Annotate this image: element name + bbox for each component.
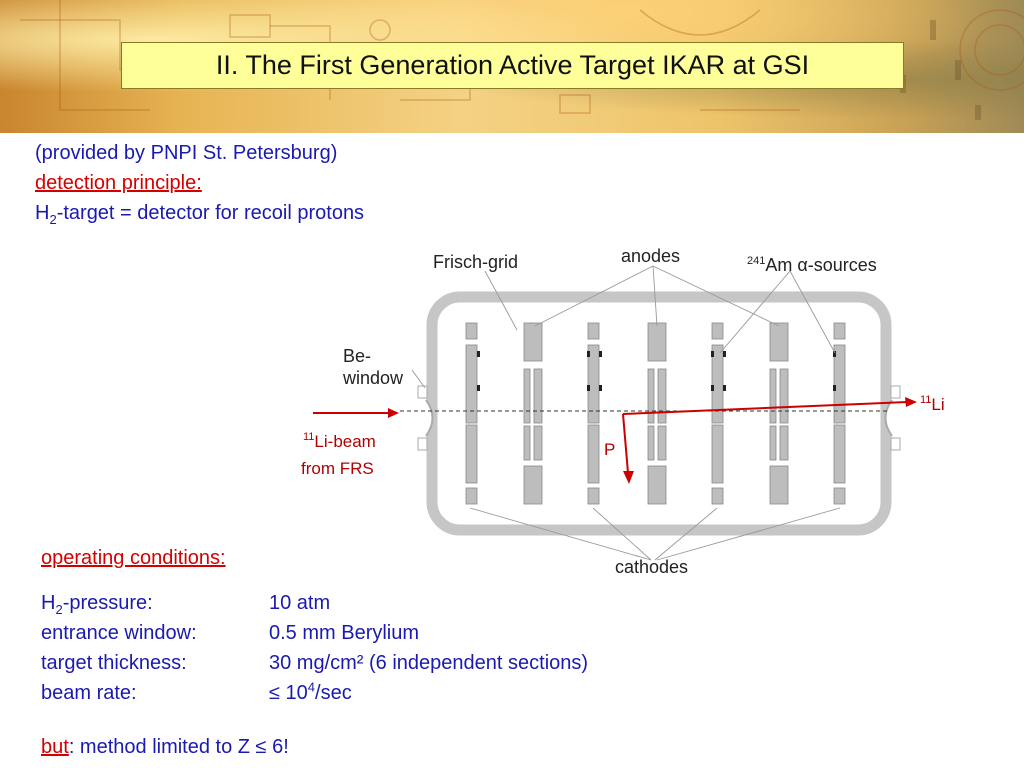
electrode: [711, 424, 724, 484]
electrode: [711, 344, 724, 424]
recoil-proton-arrow: [622, 413, 629, 474]
electrode: [647, 368, 655, 424]
electrode: [587, 322, 600, 340]
but-word: but: [41, 736, 69, 758]
electrode: [769, 465, 789, 505]
li-beam-superscript: 11: [303, 431, 314, 443]
footer-rest: : method limited to Z ≤ 6!: [68, 736, 289, 758]
proton-label: P: [604, 440, 615, 459]
window-label: entrance window:: [41, 622, 197, 644]
rate-value-sup: 4: [307, 679, 316, 695]
slide-title: II. The First Generation Active Target I…: [215, 50, 810, 80]
electrode: [465, 424, 478, 484]
header-banner: II. The First Generation Active Target I…: [0, 0, 1024, 133]
electrode: [833, 487, 846, 505]
leader-lines: [411, 265, 841, 561]
electrode: [769, 425, 777, 461]
electrode: [465, 322, 478, 340]
electrode: [523, 322, 543, 362]
electrode: [587, 424, 600, 484]
detection-principle-heading: detection principle:: [35, 172, 202, 194]
operating-conditions-heading: operating conditions:: [41, 547, 226, 569]
entrance-window-bottom: [417, 437, 428, 451]
beam-arrows: [313, 397, 917, 484]
am-superscript: 241: [747, 255, 765, 267]
electrode: [779, 425, 789, 461]
window-value: 0.5 mm Berylium: [269, 622, 420, 644]
li-beam-label: 11Li-beam: [303, 431, 376, 451]
sources-text: -sources: [808, 255, 877, 275]
frisch-grid-label: Frisch-grid: [433, 252, 518, 272]
pressure-value: 10 atm: [269, 592, 331, 614]
h2-subscript: 2: [49, 212, 57, 227]
electrode: [769, 368, 777, 424]
from-frs-label: from FRS: [301, 459, 374, 478]
electrode: [647, 425, 655, 461]
electrode: [523, 425, 531, 461]
li-out-superscript: 11: [920, 394, 931, 406]
thickness-label: target thickness:: [41, 652, 187, 674]
rate-label: beam rate:: [41, 682, 137, 704]
h2-symbol: H: [35, 202, 50, 224]
scattered-li-arrow: [622, 401, 908, 415]
cathodes-label: cathodes: [615, 557, 688, 577]
electrode: [533, 368, 543, 424]
pressure-sub: 2: [55, 602, 63, 617]
electrode: [833, 322, 846, 340]
electrode: [587, 487, 600, 505]
thickness-value: 30 mg/cm² (6 independent sections): [269, 652, 589, 674]
electrode: [465, 487, 478, 505]
anodes-label: anodes: [621, 246, 680, 266]
electrode: [523, 368, 531, 424]
electrode: [647, 322, 667, 362]
be-window-shape: [425, 399, 434, 437]
h2-target-line: H2-target = detector for recoil protons: [35, 201, 365, 227]
be-window-label-line2: window: [342, 368, 404, 388]
be-window-label-line1: Be-: [343, 346, 371, 366]
footer-line: but: method limited to Z ≤ 6!: [41, 735, 289, 759]
li-out-label: 11Li: [920, 394, 945, 414]
li-beam-text: Li-beam: [314, 432, 375, 451]
electrode: [533, 425, 543, 461]
exit-window-bottom: [890, 437, 901, 451]
electrode: [779, 368, 789, 424]
electrode: [587, 344, 600, 424]
exit-window-top: [890, 385, 901, 399]
electrode: [657, 425, 667, 461]
title-box: II. The First Generation Active Target I…: [121, 42, 904, 89]
electrode: [523, 465, 543, 505]
h2-target-text: -target = detector for recoil protons: [56, 202, 365, 224]
electrode: [465, 344, 478, 424]
alpha-symbol: α: [797, 255, 807, 275]
rate-value-suffix: /sec: [315, 682, 352, 704]
electrode: [657, 368, 667, 424]
electrode: [711, 487, 724, 505]
li-out-text: Li: [931, 395, 944, 414]
am-text: Am: [765, 255, 792, 275]
rate-value: ≤ 104/sec: [269, 679, 352, 705]
entrance-window-top: [417, 385, 428, 399]
alpha-source-marks: [477, 351, 836, 391]
pressure-h: H: [41, 592, 56, 614]
provided-by-text: (provided by PNPI St. Petersburg): [35, 142, 338, 164]
pressure-label-rest: -pressure:: [62, 592, 153, 614]
electrode: [711, 322, 724, 340]
pressure-label: H2-pressure:: [41, 592, 153, 617]
electrode: [833, 344, 846, 424]
rate-value-prefix: ≤ 10: [269, 682, 308, 704]
electrode-group: [465, 322, 846, 505]
electrode: [769, 322, 789, 362]
electrode: [647, 465, 667, 505]
electrode: [833, 424, 846, 484]
